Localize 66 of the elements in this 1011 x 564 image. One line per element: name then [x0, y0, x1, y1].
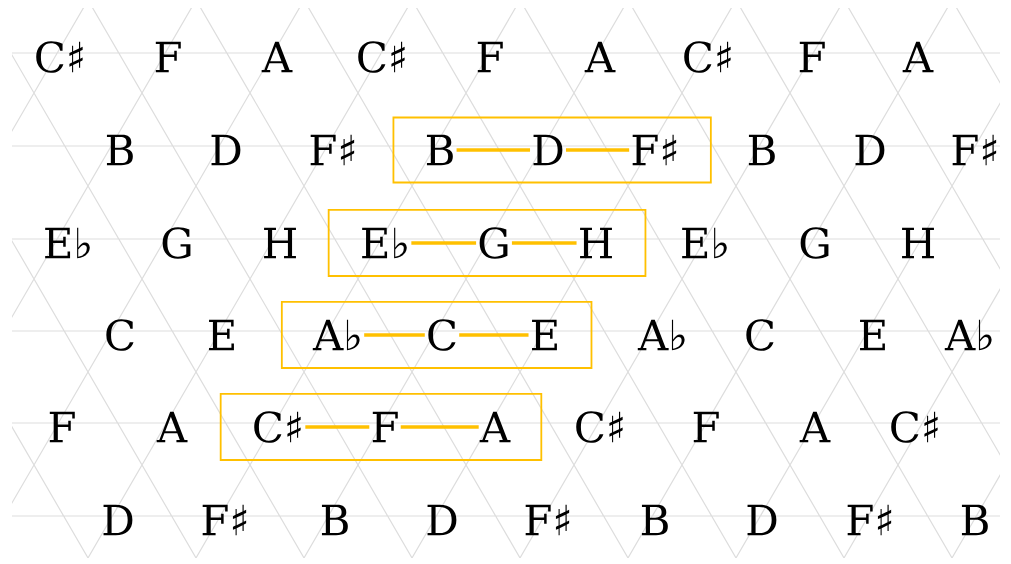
note-label: D — [855, 134, 885, 166]
note-label: A — [156, 411, 188, 443]
note-label: B — [641, 504, 668, 536]
connecting-line — [511, 241, 577, 245]
note-label: H — [902, 227, 934, 259]
note-label: C♯ — [891, 411, 938, 443]
note-label: B — [748, 134, 775, 166]
note-label: G — [162, 227, 191, 259]
note-label: E♭ — [682, 227, 727, 259]
note-label: A — [479, 411, 511, 443]
note-label: C — [746, 319, 774, 351]
highlight-box — [392, 116, 712, 184]
note-label: A♭ — [312, 319, 360, 351]
note-label: C♯ — [36, 41, 83, 73]
note-label: F — [49, 411, 75, 443]
note-label: B — [426, 134, 453, 166]
note-label: A♭ — [637, 319, 685, 351]
note-label: F — [372, 411, 398, 443]
note-label: F♯ — [952, 134, 997, 166]
connecting-line — [400, 425, 479, 429]
note-label: D — [103, 504, 133, 536]
note-label: G — [800, 227, 829, 259]
note-label: B — [961, 504, 988, 536]
note-label: F — [477, 41, 503, 73]
note-label: A — [902, 41, 934, 73]
note-label: C♯ — [576, 411, 623, 443]
note-label: E — [532, 319, 557, 351]
note-label: H — [264, 227, 296, 259]
connecting-line — [411, 241, 477, 245]
highlight-box — [327, 209, 647, 277]
connecting-line — [566, 148, 630, 152]
note-label: F♯ — [310, 134, 355, 166]
note-label: E — [860, 319, 885, 351]
note-label: E♭ — [45, 227, 90, 259]
note-label: H — [580, 227, 612, 259]
connecting-line — [305, 425, 370, 429]
note-label: F♯ — [525, 504, 570, 536]
note-label: C♯ — [684, 41, 731, 73]
note-label: B — [106, 134, 133, 166]
note-label: A — [261, 41, 293, 73]
note-label: E♭ — [362, 227, 407, 259]
note-label: D — [427, 504, 457, 536]
connecting-line — [459, 333, 529, 337]
note-label: F♯ — [847, 504, 892, 536]
note-label: D — [747, 504, 777, 536]
note-label: F♯ — [202, 504, 247, 536]
note-label: C♯ — [254, 411, 301, 443]
note-label: G — [479, 227, 508, 259]
note-label: A — [584, 41, 616, 73]
note-label: D — [533, 134, 563, 166]
note-label: F♯ — [632, 134, 677, 166]
note-label: D — [211, 134, 241, 166]
note-label: C — [106, 319, 134, 351]
highlight-box — [280, 301, 593, 369]
note-label: F — [799, 41, 825, 73]
connecting-line — [456, 148, 531, 152]
connecting-line — [364, 333, 425, 337]
note-label: A — [799, 411, 831, 443]
note-label: C — [428, 319, 456, 351]
highlight-box — [219, 393, 543, 461]
note-label: F — [693, 411, 719, 443]
note-label: A♭ — [944, 319, 992, 351]
note-label: E — [209, 319, 234, 351]
note-label: C♯ — [358, 41, 405, 73]
note-label: B — [321, 504, 348, 536]
note-label: F — [155, 41, 181, 73]
